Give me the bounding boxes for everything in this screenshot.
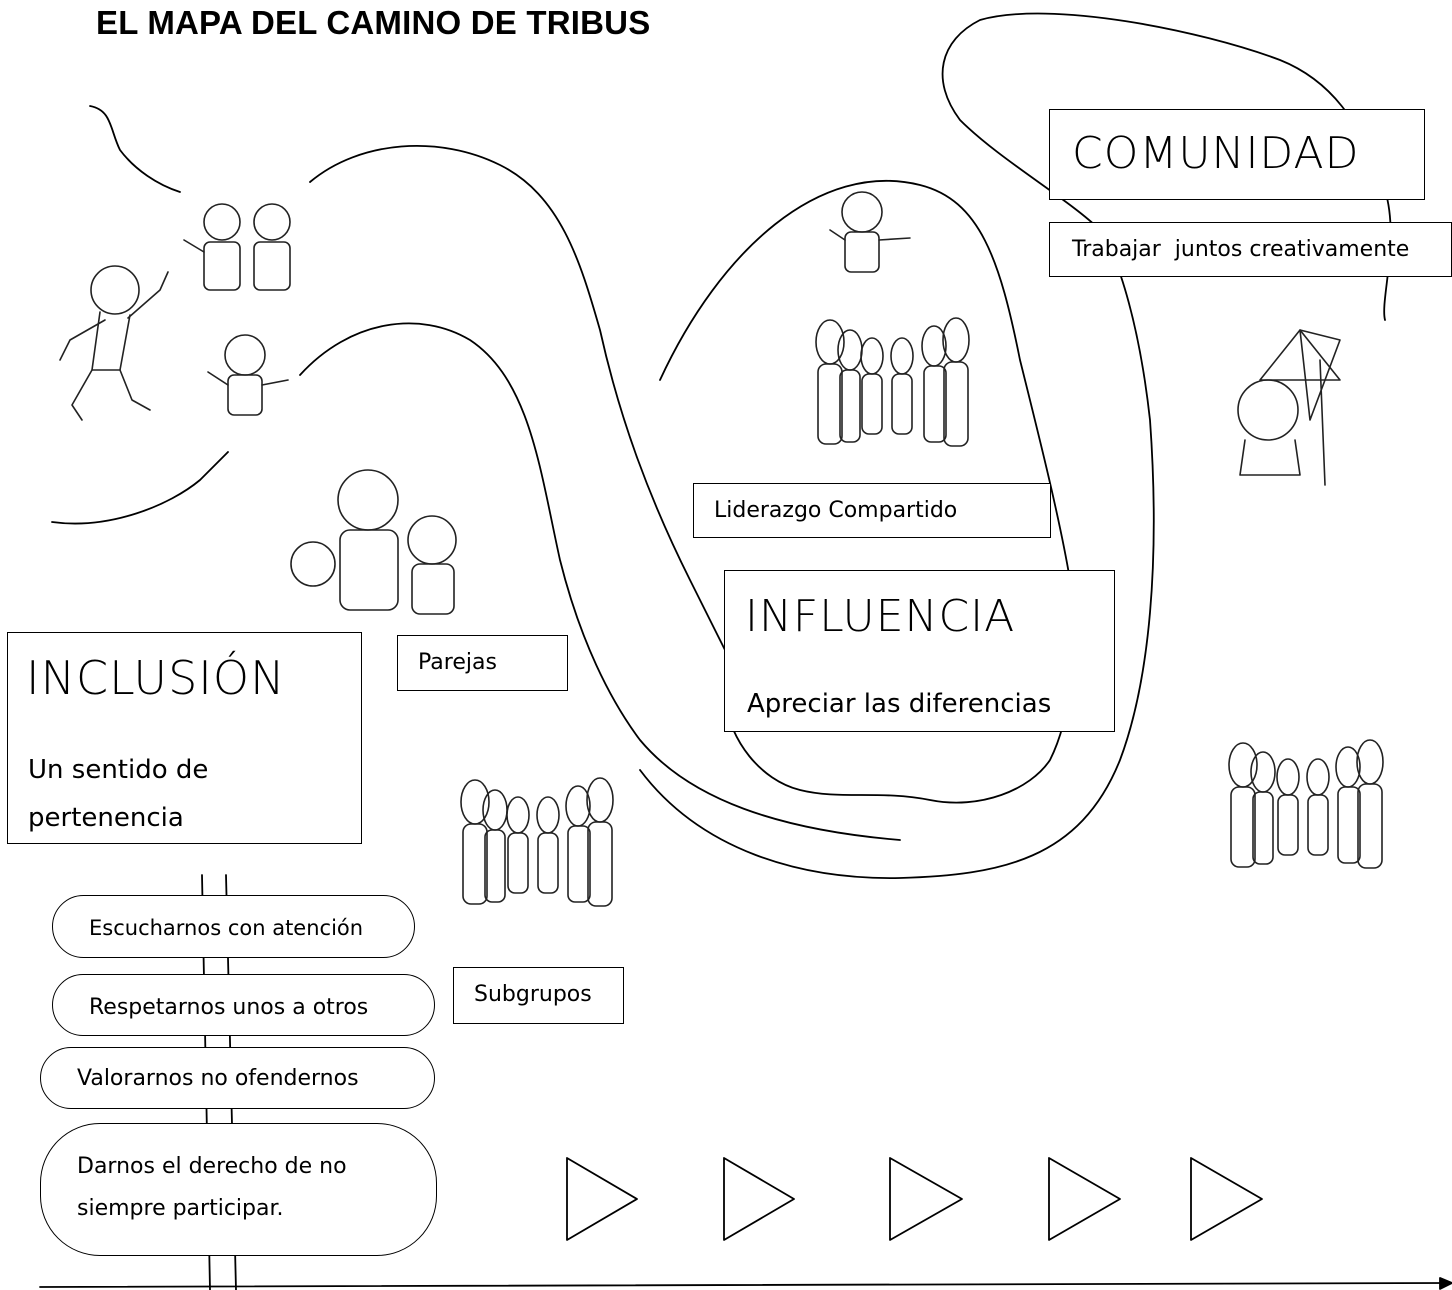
inclusion-subtitle-line2: pertenencia <box>28 803 184 833</box>
subgroups-label-box: Subgrupos <box>453 967 624 1024</box>
baseline-arrowhead <box>1439 1277 1452 1290</box>
road-inner-top <box>51 451 229 525</box>
agreement-respect-oval: Respetarnos unos a otros <box>52 974 435 1036</box>
influence-subtitle: Apreciar las diferencias <box>747 689 1052 719</box>
agreement-respect-text: Respetarnos unos a otros <box>89 995 369 1020</box>
page-title: EL MAPA DEL CAMINO DE TRIBUS <box>96 4 651 41</box>
running-child-figure <box>59 265 169 421</box>
community-subtitle: Trabajar juntos creativamente <box>1072 237 1410 262</box>
shared-leadership-label-box: Liderazgo Compartido <box>693 483 1051 538</box>
group-of-people-figure <box>460 777 614 907</box>
group-of-people-figure <box>1228 739 1384 869</box>
agreement-value-oval: Valorarnos no ofendernos <box>40 1047 435 1109</box>
progress-arrow <box>566 1157 638 1241</box>
influence-heading: INFLUENCIA <box>745 591 1016 642</box>
road-outer-middle <box>309 145 761 721</box>
road-outer-top <box>89 105 181 193</box>
waving-boy-figure <box>829 191 911 273</box>
subgroups-label: Subgrupos <box>474 982 592 1007</box>
community-heading: COMUNIDAD <box>1072 128 1360 179</box>
agreement-value-text: Valorarnos no ofendernos <box>77 1066 359 1091</box>
agreement-opt-out-text-line1: Darnos el derecho de no <box>77 1154 347 1179</box>
road-inner-middle <box>299 322 901 841</box>
community-stage-box: COMUNIDAD <box>1049 109 1425 200</box>
community-subtitle-box: Trabajar juntos creativamente <box>1049 222 1452 277</box>
progress-arrow <box>723 1157 795 1241</box>
inclusion-heading: INCLUSIÓN <box>26 651 286 705</box>
progress-arrow <box>1048 1157 1121 1241</box>
agreement-opt-out-text-line2: siempre participar. <box>77 1196 284 1221</box>
shared-leadership-label: Liderazgo Compartido <box>714 498 958 523</box>
pairs-label: Parejas <box>418 650 497 675</box>
baseline <box>39 1282 1449 1288</box>
waving-boy-figure <box>207 334 289 416</box>
progress-arrow <box>1190 1157 1263 1241</box>
agreement-opt-out-oval: Darnos el derecho de no siempre particip… <box>40 1123 437 1256</box>
pairs-label-box: Parejas <box>397 635 568 691</box>
influence-stage-box: INFLUENCIA Apreciar las diferencias <box>724 570 1115 732</box>
adult-and-child-figure <box>290 469 457 615</box>
two-kids-figure <box>183 203 291 291</box>
child-with-pinwheel-figure <box>1237 329 1341 486</box>
agreement-listen-oval: Escucharnos con atención <box>52 895 415 958</box>
inclusion-stage-box: INCLUSIÓN Un sentido de pertenencia <box>7 632 362 844</box>
inclusion-subtitle-line1: Un sentido de <box>28 755 209 785</box>
agreement-listen-text: Escucharnos con atención <box>89 916 364 940</box>
progress-arrow <box>889 1157 963 1241</box>
group-of-people-figure <box>815 317 970 447</box>
